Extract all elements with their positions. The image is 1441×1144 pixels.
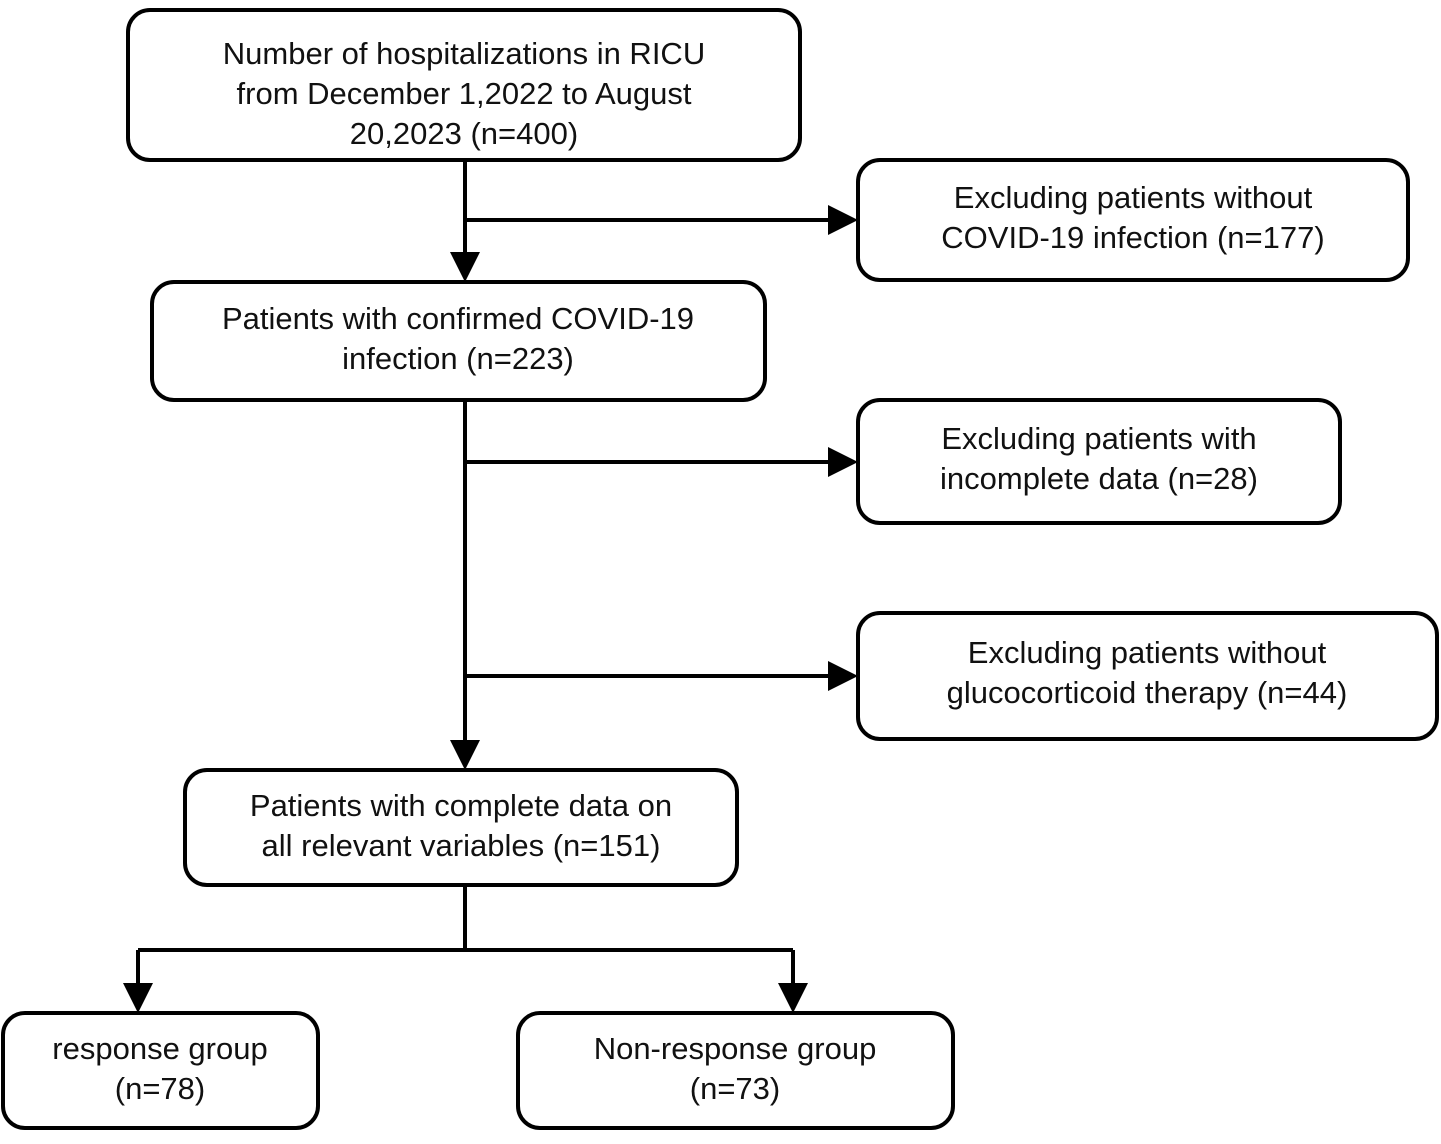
node-excluded-no-glucocorticoid-box[interactable]	[856, 611, 1439, 741]
node-excluded-incomplete-line-1: Excluding patients with	[941, 421, 1256, 456]
node-enrolled-line-3: 20,2023 (n=400)	[350, 116, 578, 151]
arrowhead-excluded-no-covid	[828, 205, 858, 235]
node-excluded-incomplete-box[interactable]	[856, 398, 1342, 525]
node-non-response-group-line-1: Non-response group	[594, 1031, 877, 1066]
node-excluded-no-glucocorticoid-line-2: glucocorticoid therapy (n=44)	[947, 675, 1348, 710]
connector-layer	[123, 160, 858, 1013]
node-enrolled-box[interactable]	[126, 8, 802, 162]
node-confirmed-covid-line-2: infection (n=223)	[342, 341, 574, 376]
node-confirmed-covid-box[interactable]	[150, 280, 767, 402]
arrowhead-confirmed-covid	[450, 252, 480, 282]
arrowhead-response-group	[123, 983, 153, 1013]
arrowhead-non-response-group	[778, 983, 808, 1013]
node-response-group-line-1: response group	[52, 1031, 267, 1066]
node-non-response-group-line-2: (n=73)	[690, 1071, 780, 1106]
arrowhead-excluded-no-glucocorticoid	[828, 661, 858, 691]
node-response-group[interactable]: response group (n=78)	[1, 1011, 320, 1130]
node-complete-data-box[interactable]	[183, 768, 739, 887]
node-complete-data[interactable]: Patients with complete data on all relev…	[183, 768, 739, 887]
node-excluded-no-covid-line-1: Excluding patients without	[954, 180, 1313, 215]
node-complete-data-line-2: all relevant variables (n=151)	[262, 828, 661, 863]
node-excluded-no-covid-box[interactable]	[856, 158, 1410, 282]
node-non-response-group[interactable]: Non-response group (n=73)	[516, 1011, 955, 1130]
node-confirmed-covid-line-1: Patients with confirmed COVID-19	[222, 301, 694, 336]
node-excluded-incomplete-line-2: incomplete data (n=28)	[940, 461, 1258, 496]
node-enrolled-line-2: from December 1,2022 to August	[237, 76, 692, 111]
node-non-response-group-box[interactable]	[516, 1011, 955, 1130]
arrowhead-excluded-incomplete	[828, 447, 858, 477]
node-excluded-no-glucocorticoid[interactable]: Excluding patients without glucocorticoi…	[856, 611, 1439, 741]
node-excluded-no-glucocorticoid-line-1: Excluding patients without	[968, 635, 1327, 670]
node-response-group-line-2: (n=78)	[115, 1071, 205, 1106]
node-complete-data-line-1: Patients with complete data on	[250, 788, 672, 823]
arrowhead-complete-data	[450, 740, 480, 770]
node-excluded-no-covid-line-2: COVID-19 infection (n=177)	[941, 220, 1324, 255]
node-excluded-incomplete[interactable]: Excluding patients with incomplete data …	[856, 398, 1342, 525]
node-confirmed-covid[interactable]: Patients with confirmed COVID-19 infecti…	[150, 280, 767, 402]
node-enrolled-line-1: Number of hospitalizations in RICU	[223, 36, 705, 71]
node-excluded-no-covid[interactable]: Excluding patients without COVID-19 infe…	[856, 158, 1410, 282]
node-enrolled[interactable]: Number of hospitalizations in RICU from …	[126, 8, 802, 162]
node-response-group-box[interactable]	[1, 1011, 320, 1130]
